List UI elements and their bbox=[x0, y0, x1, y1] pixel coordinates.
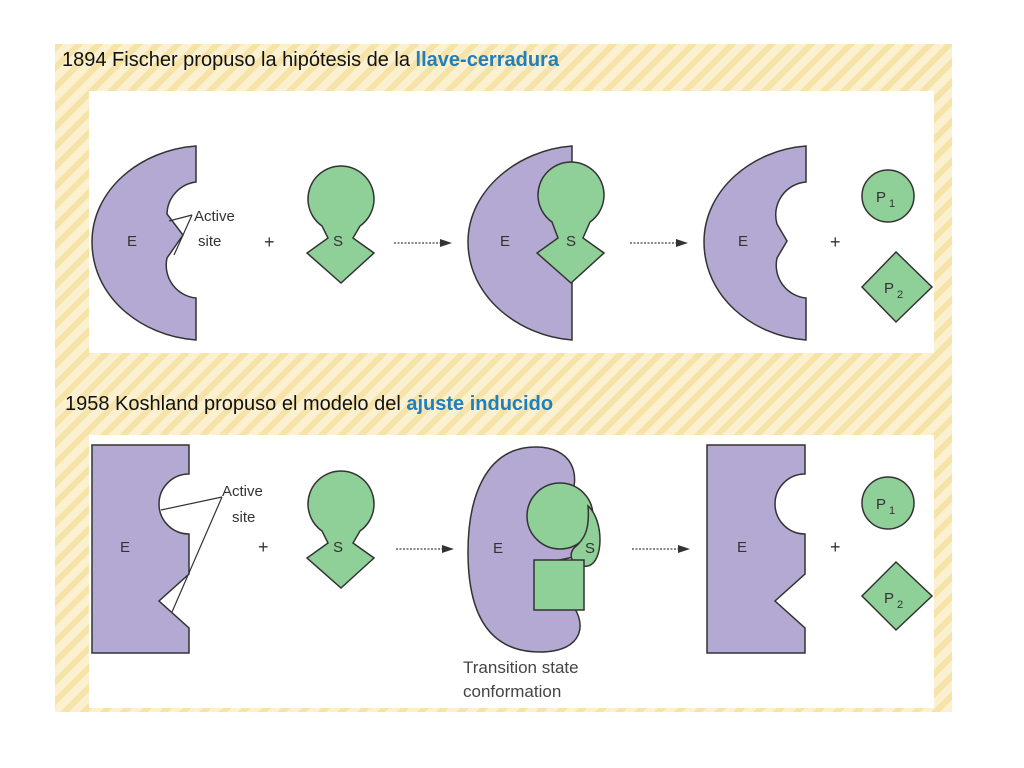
induced-fit-enzyme-released: E bbox=[706, 444, 806, 654]
heading-lock-and-key: 1894 Fischer propuso la hipótesis de la … bbox=[62, 49, 559, 71]
active-site-callout-1: Active site bbox=[168, 208, 235, 256]
active-label: Active bbox=[194, 208, 235, 225]
product-1-circle: P 1 bbox=[861, 476, 915, 530]
highlight-induced-fit: ajuste inducido bbox=[406, 393, 554, 415]
svg-text:P: P bbox=[876, 189, 886, 206]
reaction-arrow-3 bbox=[396, 545, 454, 553]
product-1-circle: P 1 bbox=[861, 169, 915, 223]
site-label: site bbox=[198, 233, 221, 250]
released-enzyme-label: E bbox=[738, 233, 748, 250]
heading-induced-fit: 1958 Koshland propuso el modelo del ajus… bbox=[65, 393, 554, 415]
svg-text:1: 1 bbox=[889, 505, 895, 517]
svg-text:2: 2 bbox=[897, 289, 903, 301]
product-2-diamond: P 2 bbox=[860, 560, 934, 632]
transition-state-complex: E S bbox=[467, 446, 601, 653]
reaction-arrow-1 bbox=[394, 239, 452, 247]
lock-key-complex: E S bbox=[467, 145, 606, 341]
lock-key-enzyme-free: E bbox=[91, 145, 197, 341]
plus-sign: + bbox=[830, 537, 841, 557]
substrate-label: S bbox=[333, 539, 343, 556]
substrate-free-2: S bbox=[305, 470, 376, 590]
reaction-arrow-4 bbox=[632, 545, 690, 553]
active-site-callout-2: Active site bbox=[160, 483, 263, 613]
transition-caption-line2: conformation bbox=[463, 682, 561, 701]
enzyme-label: E bbox=[120, 539, 130, 556]
enzyme-label: E bbox=[127, 233, 137, 250]
plus-sign: + bbox=[830, 232, 841, 252]
reaction-arrow-2 bbox=[630, 239, 688, 247]
svg-text:1: 1 bbox=[889, 198, 895, 210]
substrate-free-1: S bbox=[305, 165, 376, 285]
svg-text:P: P bbox=[884, 590, 894, 607]
svg-text:P: P bbox=[884, 280, 894, 297]
released-enzyme-label: E bbox=[737, 539, 747, 556]
transition-caption-line1: Transition state bbox=[463, 658, 579, 677]
plus-sign: + bbox=[264, 232, 275, 252]
complex-substrate-label: S bbox=[566, 233, 576, 250]
complex-enzyme-label: E bbox=[500, 233, 510, 250]
product-2-diamond: P 2 bbox=[860, 250, 934, 324]
induced-fit-enzyme-free: E bbox=[91, 444, 190, 654]
svg-text:2: 2 bbox=[897, 599, 903, 611]
highlight-lock-and-key: llave-cerradura bbox=[415, 49, 559, 71]
complex-substrate-label: S bbox=[585, 540, 595, 557]
active-label: Active bbox=[222, 483, 263, 500]
plus-sign: + bbox=[258, 537, 269, 557]
complex-enzyme-label: E bbox=[493, 540, 503, 557]
lock-key-enzyme-released: E bbox=[703, 145, 807, 341]
svg-text:P: P bbox=[876, 496, 886, 513]
site-label: site bbox=[232, 509, 255, 526]
substrate-label: S bbox=[333, 233, 343, 250]
